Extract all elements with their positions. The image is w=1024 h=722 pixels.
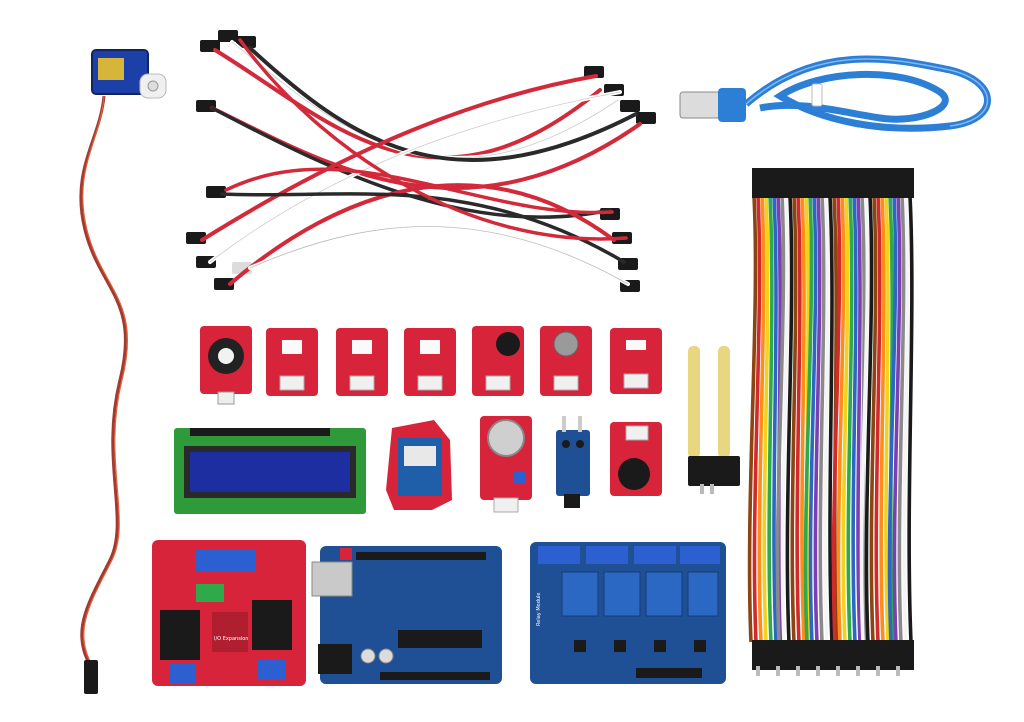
gas-sensor-icon	[480, 416, 532, 513]
buzzer-icon	[610, 422, 662, 496]
ribbon-strand	[818, 195, 826, 643]
sensor-module-row	[200, 326, 662, 405]
ribbon-strand	[772, 195, 778, 643]
ribbon-strand	[790, 195, 798, 643]
servo-icon	[79, 49, 167, 694]
ribbon-strand	[757, 195, 766, 643]
ribbon-strand	[785, 195, 794, 643]
ribbon-strand	[762, 195, 770, 643]
sensor-module-icon	[610, 328, 662, 394]
ribbon-strand	[892, 195, 902, 643]
relay-label: Relay Module	[536, 592, 542, 626]
soil-probe-icon	[688, 346, 740, 494]
sensor-module-icon	[266, 328, 318, 396]
ribbon-strand	[836, 195, 846, 643]
ribbon-strand	[902, 195, 910, 643]
ribbon-strand	[800, 195, 806, 643]
ir-sensor-icon	[556, 416, 590, 508]
ribbon-strand	[907, 195, 914, 643]
sensor-module-icon	[336, 328, 388, 396]
ribbon-strand	[874, 195, 882, 643]
ribbon-strand	[823, 195, 830, 643]
ribbon-strand	[795, 195, 802, 643]
ribbon-strand	[851, 195, 858, 643]
relay-module-icon: Relay Module	[530, 542, 726, 684]
ribbon-strand	[767, 195, 774, 643]
arduino-board-icon	[311, 546, 502, 684]
ribbon-strand	[887, 195, 898, 643]
bluetooth-module-icon	[386, 420, 452, 510]
ribbon-strand	[879, 195, 886, 643]
expansion-shield-icon: I/O Expansion	[152, 540, 306, 686]
ribbon-strand	[831, 195, 842, 643]
shield-label: I/O Expansion	[214, 636, 248, 642]
ribbon-strand	[808, 195, 818, 643]
ribbon-strand	[897, 195, 906, 643]
ribbon-strand	[828, 195, 834, 643]
ribbon-strand	[775, 195, 786, 643]
ribbon-strand	[859, 195, 870, 643]
dupont-ribbon-icon	[747, 168, 914, 676]
sensor-module-icon	[540, 326, 592, 396]
ribbon-strand	[846, 195, 854, 643]
ribbon-strand	[864, 195, 874, 643]
lcd-icon	[174, 428, 366, 514]
sensor-module-icon	[472, 326, 524, 396]
ribbon-strand	[884, 195, 890, 643]
ribbon-strand	[813, 195, 822, 643]
ribbon-strand	[747, 195, 758, 643]
sensor-module-icon	[200, 326, 252, 405]
ribbon-strand	[856, 195, 862, 643]
ribbon-strand	[780, 195, 790, 643]
jumper-wires-icon	[186, 30, 656, 292]
usb-cable-icon	[679, 55, 991, 132]
sensor-module-icon	[404, 328, 456, 396]
ribbon-strand	[869, 195, 878, 643]
ribbon-strand	[752, 195, 762, 643]
ribbon-strand	[803, 195, 814, 643]
ribbon-strand	[841, 195, 850, 643]
